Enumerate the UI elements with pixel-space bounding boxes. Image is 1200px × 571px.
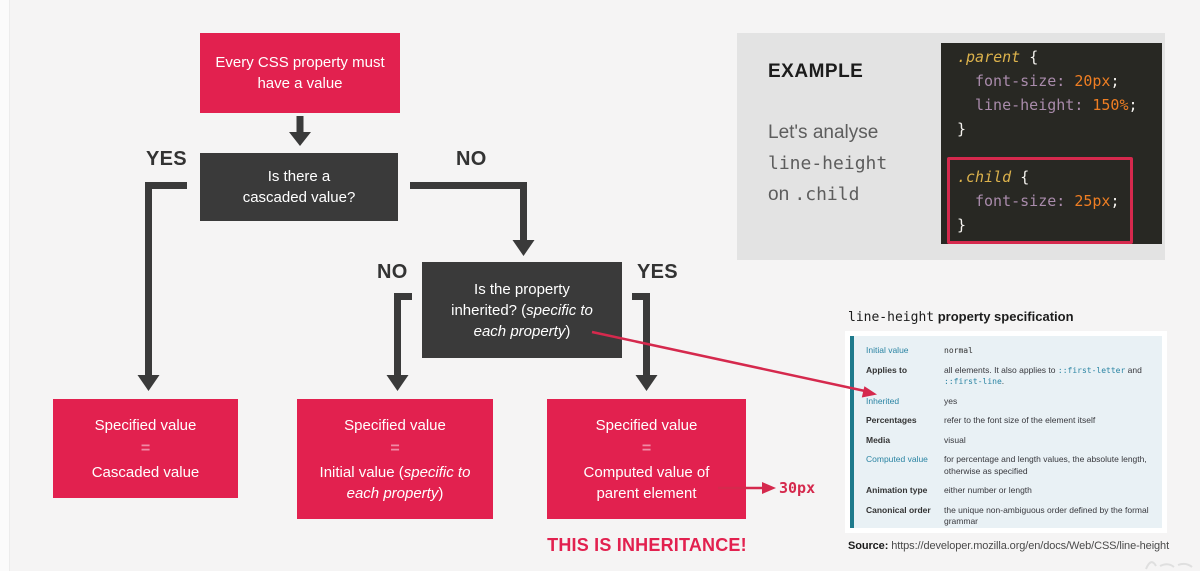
- lead-line3: on .child: [768, 184, 860, 205]
- result1-equals: =: [140, 439, 151, 457]
- code-line-child-open: .child{: [957, 168, 1030, 186]
- result3-equals: =: [641, 439, 652, 457]
- annotation-arrow-to-inherited-row: [591, 330, 866, 393]
- watermark-logo: [1145, 561, 1193, 570]
- decision1-line2: cascaded value?: [242, 189, 356, 206]
- result1-line1: Specified value: [94, 416, 197, 434]
- flow-decision-cascaded-box: Is there a cascaded value?: [200, 153, 398, 221]
- spec-row-initial-value: Initial value normal: [866, 345, 973, 355]
- code-line-line-height-150: line-height:150%;: [975, 96, 1138, 114]
- arrowhead-yes1: [137, 375, 160, 391]
- lead-line1: Let's analyse: [768, 122, 879, 143]
- spec-row-animation-type: Animation type either number or length: [866, 485, 1032, 495]
- child-rule-highlight-rect: [947, 157, 1133, 244]
- example-lead-text: Let's analyse line-height on .child: [768, 117, 887, 210]
- code-line-parent-open: .parent{: [957, 48, 1039, 66]
- lead-line2-code: line-height: [768, 153, 888, 174]
- label-no-2: NO: [377, 261, 408, 283]
- example-panel: EXAMPLE Let's analyse line-height on .ch…: [737, 33, 1165, 260]
- arrow-yes1-line: [145, 182, 187, 377]
- label-no-1: NO: [456, 148, 487, 170]
- spec-title: line-height property specification: [848, 309, 1074, 325]
- flow-start-line1: Every CSS property must: [215, 54, 385, 71]
- result2-line3: each property): [346, 484, 444, 502]
- code-line-child-close: }: [957, 216, 967, 234]
- result-initial-box: Specified value = Initial value (specifi…: [297, 399, 493, 519]
- result3-line3: parent element: [596, 484, 697, 502]
- spec-card: Initial value normal Applies to all elem…: [845, 331, 1167, 533]
- decision2-line2: inherited? (specific to: [451, 301, 593, 319]
- arrowhead-30px: [762, 482, 776, 494]
- arrow-no2-line: [394, 293, 412, 377]
- flow-start-box: Every CSS property must have a value: [200, 33, 400, 113]
- spec-row-inherited: Inherited yes: [866, 395, 958, 406]
- result-computed-box: Specified value = Computed value of pare…: [547, 399, 746, 519]
- arrowhead-yes2: [635, 375, 658, 391]
- spec-row-media: Media visual: [866, 434, 966, 445]
- decision2-line1: Is the property: [474, 280, 570, 298]
- spec-table: Initial value normal Applies to all elem…: [850, 336, 1162, 528]
- label-yes-1: YES: [146, 148, 187, 170]
- code-line-font-size-25: font-size:25px;: [975, 192, 1120, 210]
- label-yes-2: YES: [637, 261, 678, 283]
- arrow-no1-line: [410, 182, 527, 241]
- decision1-line1: Is there a: [267, 168, 331, 185]
- value-annotation-30px: 30px: [779, 479, 816, 497]
- result1-line2: Cascaded value: [91, 463, 200, 481]
- source-line: Source: https://developer.mozilla.org/en…: [848, 540, 1170, 552]
- result3-line1: Specified value: [595, 416, 698, 434]
- code-line-font-size-20: font-size:20px;: [975, 72, 1120, 90]
- inheritance-callout: THIS IS INHERITANCE!: [547, 535, 747, 555]
- code-block: .parent{ font-size:20px; line-height:150…: [941, 43, 1162, 244]
- result2-equals: =: [390, 439, 400, 457]
- flow-decision-inherited-box: Is the property inherited? (specific to …: [422, 262, 622, 358]
- arrowhead-no1: [512, 240, 535, 256]
- result2-line2: Initial value (specific to: [319, 463, 471, 481]
- spec-row-canonical-order: Canonical order the unique non-ambiguous…: [866, 504, 1149, 527]
- flow-start-line2: have a value: [257, 75, 343, 92]
- code-line-parent-close: }: [957, 120, 967, 138]
- arrow-yes2-line: [632, 293, 650, 377]
- spec-row-applies-to: Applies to all elements. It also applies…: [866, 364, 1142, 387]
- result3-line2: Computed value of: [583, 463, 710, 481]
- spec-row-percentages: Percentages refer to the font size of th…: [866, 415, 1096, 425]
- result2-line1: Specified value: [344, 416, 446, 434]
- arrowhead-no2: [386, 375, 409, 391]
- left-edge-strip: [0, 0, 10, 571]
- spec-row-computed-value: Computed value for percentage and length…: [866, 454, 1147, 476]
- arrowhead-start: [289, 132, 311, 146]
- result-cascaded-box: Specified value = Cascaded value: [53, 399, 238, 498]
- example-heading: EXAMPLE: [768, 61, 864, 82]
- decision2-line3: each property): [473, 322, 571, 340]
